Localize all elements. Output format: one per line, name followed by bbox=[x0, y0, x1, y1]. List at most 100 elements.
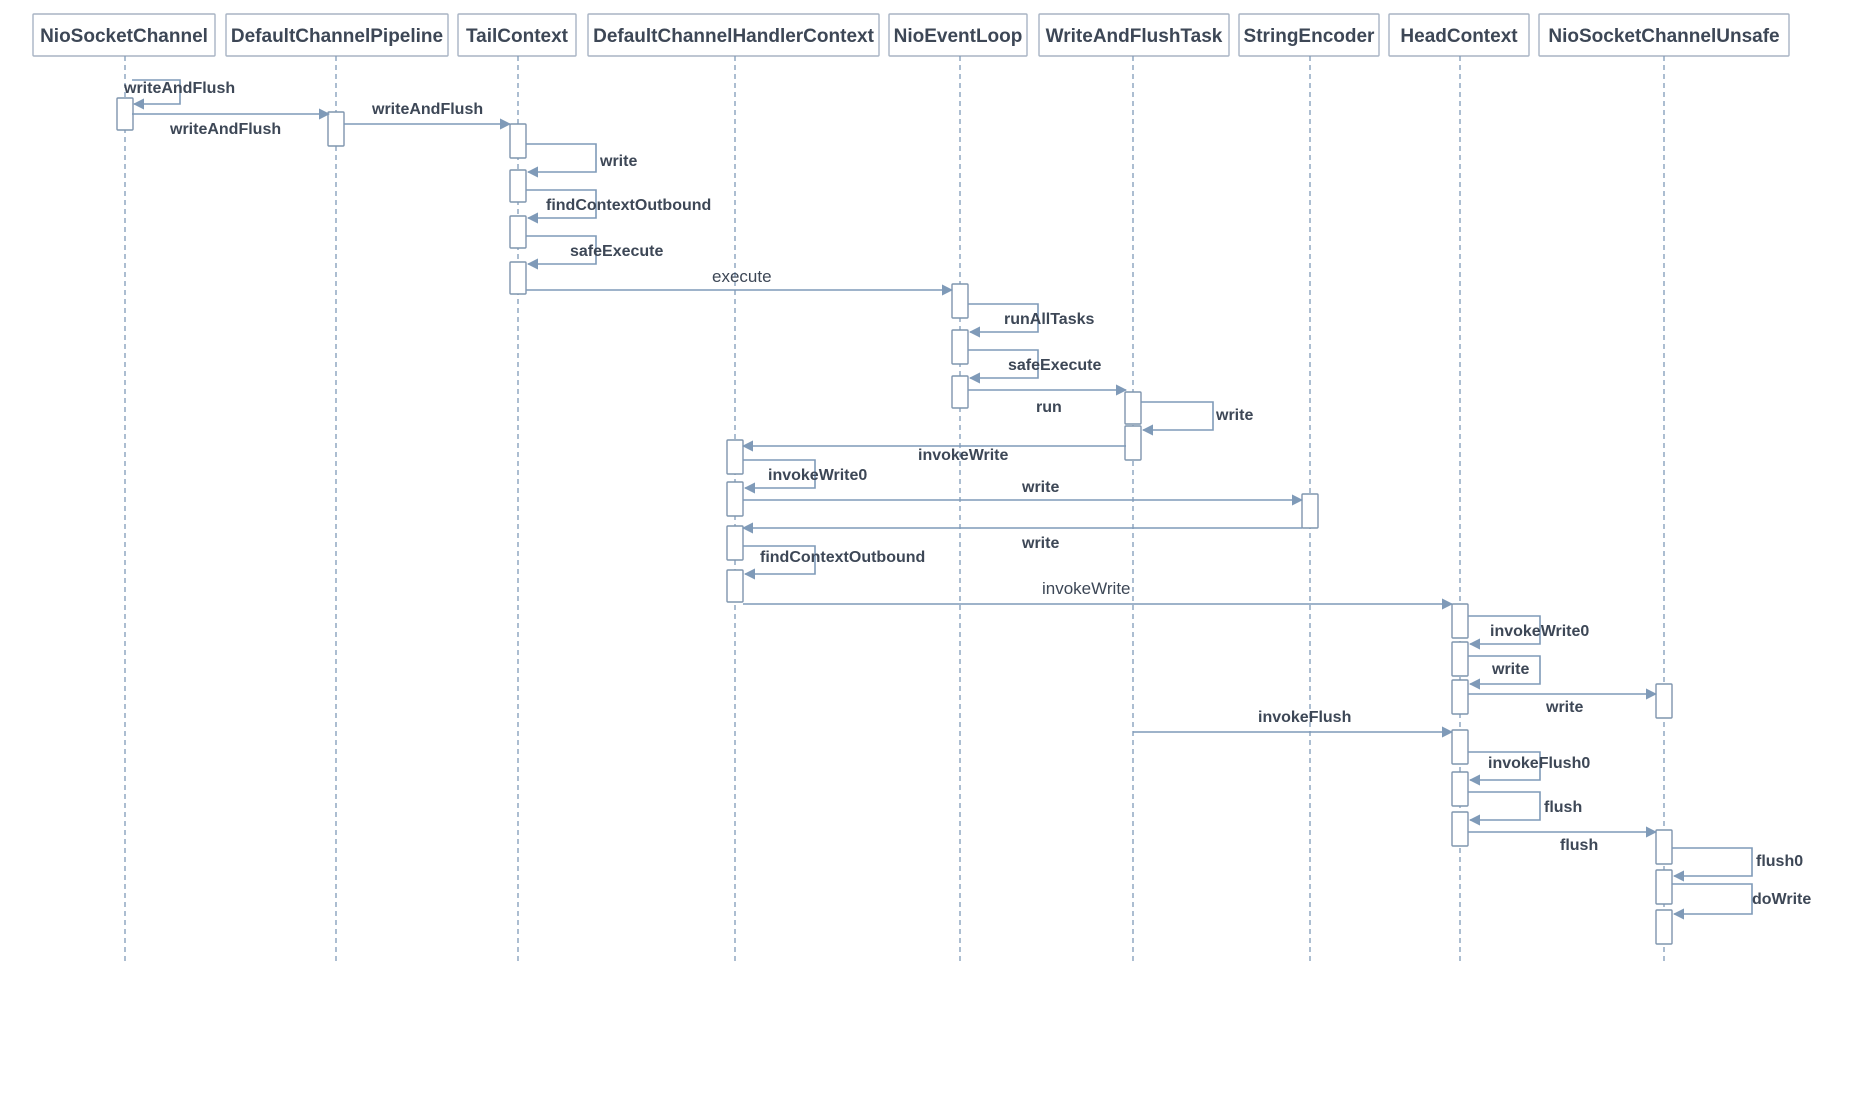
message-label: invokeWrite0 bbox=[768, 467, 867, 484]
lifeline-label: WriteAndFlushTask bbox=[1046, 26, 1223, 47]
activation-bar bbox=[116, 97, 134, 131]
lifeline-label: DefaultChannelHandlerContext bbox=[593, 26, 874, 47]
activation-bar bbox=[1451, 811, 1469, 847]
message-label: execute bbox=[712, 267, 772, 286]
message-label: write bbox=[1021, 535, 1059, 552]
self-message-arrow bbox=[968, 303, 1039, 338]
activation-bar bbox=[1451, 641, 1469, 677]
activation-bar bbox=[1451, 729, 1469, 765]
lifeline-nel: NioEventLoop bbox=[888, 13, 1028, 965]
message-label: safeExecute bbox=[570, 243, 663, 260]
activation-bar bbox=[951, 375, 969, 409]
self-message-arrow bbox=[526, 235, 597, 270]
activation-bar bbox=[1655, 683, 1673, 719]
message-m12: invokeWrite bbox=[741, 440, 1126, 464]
message-m14: write bbox=[743, 479, 1304, 506]
lifeline-header-box bbox=[1038, 13, 1230, 57]
self-message-arrow bbox=[1468, 791, 1541, 826]
message-m11: write bbox=[1141, 401, 1253, 436]
message-label: write bbox=[1021, 479, 1059, 496]
self-message-arrow bbox=[1468, 751, 1541, 786]
lifeline-nsc: NioSocketChannel bbox=[32, 13, 216, 965]
message-m7: execute bbox=[526, 267, 954, 296]
message-label: invokeWrite bbox=[1042, 579, 1131, 598]
self-message-arrow bbox=[1468, 655, 1541, 690]
activation-bar bbox=[1451, 603, 1469, 639]
lifeline-header-box bbox=[1388, 13, 1530, 57]
message-label: flush0 bbox=[1756, 853, 1803, 870]
activation-bar bbox=[1451, 771, 1469, 807]
message-label: invokeFlush0 bbox=[1488, 755, 1590, 772]
activation-bar bbox=[509, 261, 527, 295]
message-m16: findContextOutbound bbox=[743, 545, 925, 580]
activation-bar bbox=[1451, 679, 1469, 715]
message-label: invokeWrite0 bbox=[1490, 623, 1589, 640]
message-m5: findContextOutbound bbox=[526, 189, 711, 224]
message-m26: doWrite bbox=[1672, 883, 1811, 920]
self-message-arrow bbox=[1468, 615, 1541, 650]
message-m2: writeAndFlush bbox=[132, 108, 331, 138]
lifeline-header-box bbox=[888, 13, 1028, 57]
message-label: writeAndFlush bbox=[123, 80, 235, 97]
message-label: safeExecute bbox=[1008, 357, 1101, 374]
message-label: runAllTasks bbox=[1004, 311, 1095, 328]
message-label: write bbox=[1545, 699, 1583, 716]
activation-bar bbox=[726, 569, 744, 603]
lifeline-header-box bbox=[457, 13, 577, 57]
message-m9: safeExecute bbox=[968, 349, 1101, 384]
self-message-arrow bbox=[743, 545, 816, 580]
activation-bar bbox=[951, 283, 969, 319]
lifeline-label: NioSocketChannel bbox=[40, 26, 208, 47]
message-label: findContextOutbound bbox=[760, 549, 925, 566]
activation-bar bbox=[509, 215, 527, 249]
lifeline-label: NioSocketChannelUnsafe bbox=[1548, 26, 1779, 47]
message-label: write bbox=[599, 153, 637, 170]
message-m20: write bbox=[1468, 688, 1658, 716]
message-label: writeAndFlush bbox=[371, 101, 483, 118]
lifeline-label: TailContext bbox=[466, 26, 569, 47]
self-message-arrow bbox=[968, 349, 1039, 384]
message-m21: invokeFlush bbox=[1133, 709, 1454, 738]
activation-bar bbox=[726, 481, 744, 517]
message-m3: writeAndFlush bbox=[344, 101, 512, 130]
message-m23: flush bbox=[1468, 791, 1582, 826]
message-m15: write bbox=[741, 522, 1302, 552]
message-m10: run bbox=[968, 384, 1128, 416]
activation-bar bbox=[1124, 391, 1142, 425]
message-m19: write bbox=[1468, 655, 1541, 690]
message-m22: invokeFlush0 bbox=[1468, 751, 1590, 786]
message-label: invokeFlush bbox=[1258, 709, 1351, 726]
message-label: flush bbox=[1544, 799, 1582, 816]
self-message-arrow bbox=[132, 79, 181, 110]
activation-bar bbox=[726, 439, 744, 475]
message-m18: invokeWrite0 bbox=[1468, 615, 1589, 650]
activation-bar bbox=[509, 123, 527, 159]
activation-bar bbox=[951, 329, 969, 365]
message-m24: flush bbox=[1468, 826, 1658, 854]
message-m13: invokeWrite0 bbox=[743, 459, 867, 494]
activation-bar bbox=[1301, 493, 1319, 529]
lifeline-header-box bbox=[1238, 13, 1380, 57]
message-m6: safeExecute bbox=[526, 235, 663, 270]
lifeline-nscu: NioSocketChannelUnsafe bbox=[1538, 13, 1790, 965]
self-message-arrow bbox=[1672, 883, 1753, 920]
activation-bar bbox=[509, 169, 527, 203]
message-label: run bbox=[1036, 399, 1062, 416]
lifeline-header-box bbox=[32, 13, 216, 57]
message-label: findContextOutbound bbox=[546, 197, 711, 214]
activation-bar bbox=[1655, 909, 1673, 945]
message-label: write bbox=[1491, 661, 1529, 678]
lifeline-header-box bbox=[225, 13, 449, 57]
self-message-arrow bbox=[526, 189, 597, 224]
lifeline-header-box bbox=[587, 13, 880, 57]
message-label: invokeWrite bbox=[918, 447, 1009, 464]
lifeline-dcp: DefaultChannelPipeline bbox=[225, 13, 449, 965]
lifeline-label: HeadContext bbox=[1400, 26, 1518, 47]
activation-bar bbox=[1655, 829, 1673, 865]
lifeline-label: StringEncoder bbox=[1244, 26, 1376, 47]
lifeline-label: DefaultChannelPipeline bbox=[231, 26, 443, 47]
message-label: doWrite bbox=[1752, 891, 1811, 908]
message-label: writeAndFlush bbox=[169, 121, 281, 138]
message-m8: runAllTasks bbox=[968, 303, 1095, 338]
